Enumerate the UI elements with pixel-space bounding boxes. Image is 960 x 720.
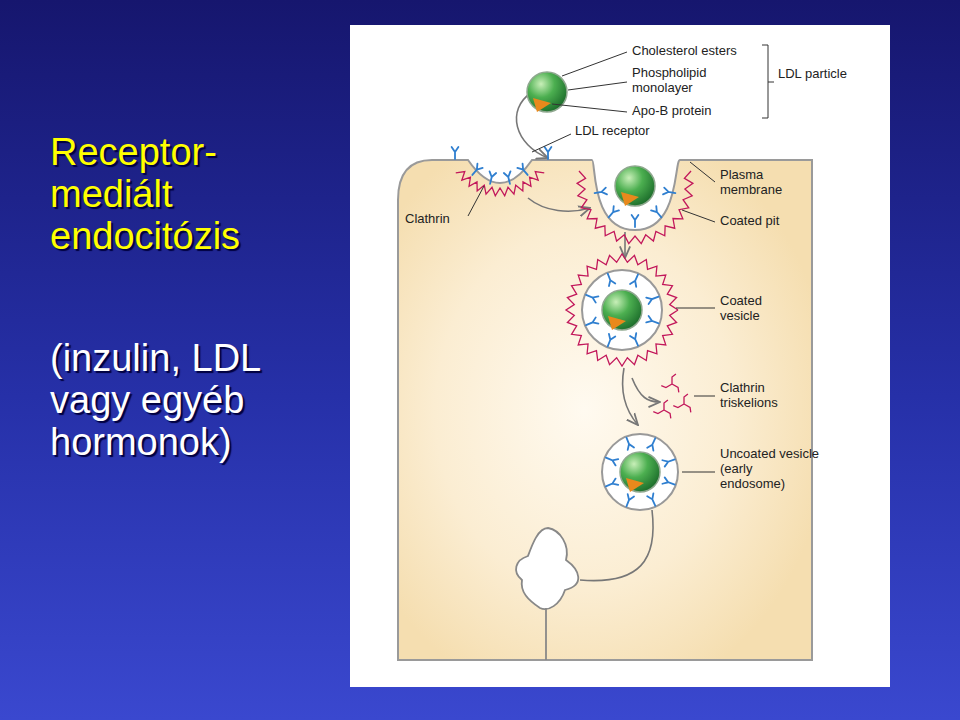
ldl-receptor (662, 459, 674, 466)
ldl-receptor (651, 206, 661, 217)
ldl-particle (615, 166, 655, 206)
part-label: Coated pit (720, 214, 810, 229)
leader-line (694, 396, 715, 397)
part-label: LDL receptor (575, 124, 685, 139)
ldl-receptor (586, 317, 598, 325)
ldl-receptor (490, 171, 497, 183)
ldl-receptor (626, 494, 634, 506)
ldl-receptor (647, 493, 655, 505)
slide-title: Receptor-mediált endocitózis (50, 132, 305, 257)
ldl-receptor (608, 274, 616, 286)
vesicle-path (580, 510, 653, 581)
ldl-receptor (662, 477, 674, 484)
ldl-receptor (647, 438, 655, 450)
endosome-stem (545, 608, 547, 660)
leader-line (552, 104, 627, 112)
leader-line (568, 82, 627, 90)
leader-line (532, 134, 571, 152)
ldl-receptor (663, 188, 675, 195)
flow-arrow (528, 198, 590, 211)
coated-vesicle (582, 270, 662, 350)
part-label: Phospholipid monolayer (632, 66, 732, 96)
ldl-receptor (632, 215, 639, 227)
clathrin-triskelion (661, 374, 679, 393)
leader-line (690, 162, 715, 182)
part-label: Clathrin triskelions (720, 381, 810, 411)
ldl-receptor (630, 274, 638, 286)
slide-subtitle: (inzulin, LDL vagy egyéb hormonok) (50, 338, 320, 463)
ldl-receptor (646, 316, 658, 323)
bracket (762, 45, 774, 118)
ldl-receptor (606, 458, 618, 466)
uncoated-vesicle (602, 434, 678, 510)
clathrin-triskelion (673, 394, 691, 413)
part-label: LDL particle (778, 67, 848, 82)
leader-line (562, 52, 627, 76)
part-label: Uncoated vesicle (early endosome) (720, 447, 820, 492)
flow-arrow (632, 378, 660, 402)
leader-line (676, 308, 715, 309)
ldl-receptor (504, 171, 511, 183)
clathrin-triskelion (653, 400, 671, 419)
ldl-receptor (595, 188, 607, 195)
leader-line (682, 472, 715, 473)
clathrin-coat (456, 172, 544, 196)
endosome (516, 528, 578, 609)
ldl-receptor (586, 295, 598, 303)
ldl-receptor (606, 479, 618, 487)
flow-arrow (623, 368, 638, 425)
leader-line (468, 186, 484, 216)
part-label: Apo-B protein (632, 104, 752, 119)
part-label: Plasma membrane (720, 168, 810, 198)
ldl-receptor (626, 438, 634, 450)
ldl-receptor (452, 147, 459, 159)
cell-body (398, 160, 812, 660)
figure-panel (350, 25, 890, 687)
ldl-receptor (545, 147, 552, 159)
leader-line (682, 210, 715, 222)
ldl-particle (527, 72, 567, 112)
part-label: Coated vesicle (720, 294, 800, 324)
ldl-receptor (608, 334, 616, 346)
ldl-receptor (646, 297, 658, 304)
ldl-receptor (517, 164, 527, 175)
ldl-receptor (630, 333, 638, 345)
ldl-particle (602, 290, 642, 330)
ldl-receptor (609, 206, 619, 217)
part-label: Cholesterol esters (632, 44, 762, 59)
clathrin-coat (566, 254, 678, 366)
ldl-particle (620, 452, 660, 492)
ldl-receptor (472, 164, 482, 175)
part-label: Clathrin (405, 212, 475, 227)
